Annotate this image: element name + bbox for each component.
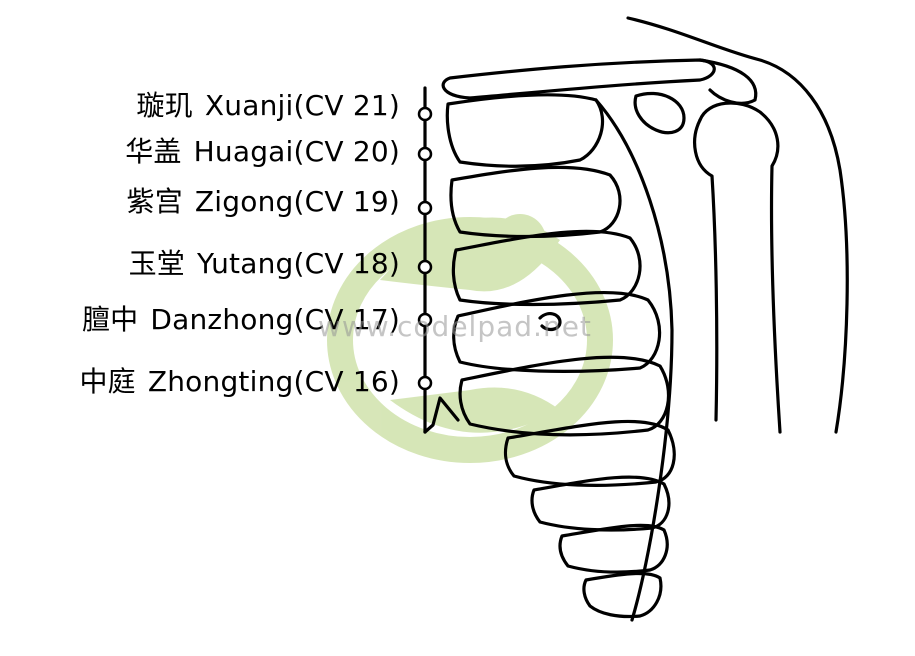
point-marker-cv19 <box>417 200 433 216</box>
point-label-yutang: 玉堂 Yutang(CV 18) <box>129 248 400 280</box>
point-label-zigong: 紫宫 Zigong(CV 19) <box>127 186 400 218</box>
xiphoid <box>423 396 460 434</box>
point-marker-cv17 <box>417 312 433 328</box>
point-label-en: Danzhong(CV 17) <box>150 303 400 336</box>
point-marker-cv18 <box>417 259 433 275</box>
shoulder-outline <box>626 16 849 434</box>
point-label-cn: 紫宫 <box>126 185 183 218</box>
point-marker-cv20 <box>417 146 433 162</box>
point-label-en: Huagai(CV 20) <box>193 135 400 168</box>
point-marker-cv21 <box>417 106 433 122</box>
point-marker-cv16 <box>417 375 433 391</box>
clavicle <box>441 58 716 100</box>
point-label-cn: 璇玑 <box>136 89 193 122</box>
point-label-en: Zigong(CV 19) <box>194 185 400 218</box>
watermark-text: www.codelpad.net <box>318 310 592 343</box>
point-label-en: Xuanji(CV 21) <box>204 89 400 122</box>
point-label-en: Zhongting(CV 16) <box>147 365 400 398</box>
point-label-huagai: 华盖 Huagai(CV 20) <box>125 136 400 168</box>
point-label-zhongting: 中庭 Zhongting(CV 16) <box>79 366 400 398</box>
humerus <box>698 101 782 434</box>
point-label-cn: 华盖 <box>125 135 182 168</box>
point-label-danzhong: 膻中 Danzhong(CV 17) <box>82 304 400 336</box>
point-label-cn: 膻中 <box>81 303 139 336</box>
point-label-xuanji: 璇玑 Xuanji(CV 21) <box>137 90 400 122</box>
point-label-cn: 玉堂 <box>128 247 186 280</box>
point-label-en: Yutang(CV 18) <box>197 247 400 280</box>
point-label-cn: 中庭 <box>79 365 136 398</box>
